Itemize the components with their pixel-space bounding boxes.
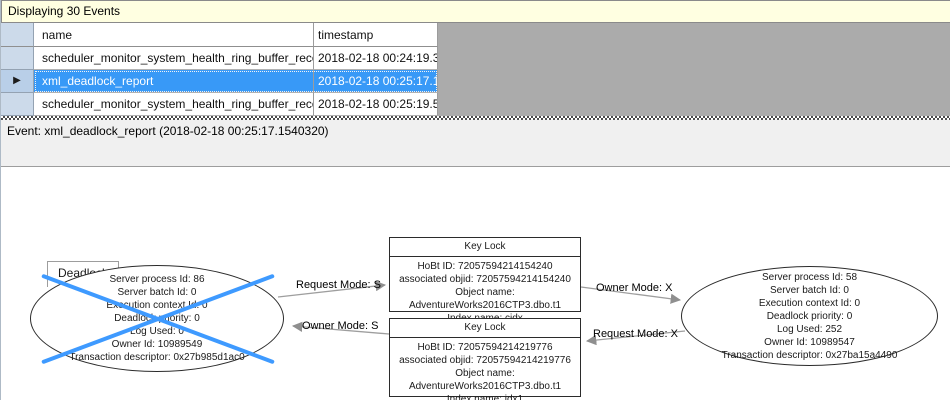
event-timestamp-cell[interactable]: 2018-02-18 00:24:19.3516078 — [314, 47, 438, 70]
table-row[interactable]: scheduler_monitor_system_health_ring_buf… — [1, 93, 439, 116]
key-lock-node-top[interactable]: Key Lock HoBt ID: 72057594214154240 asso… — [389, 237, 581, 324]
event-name-cell[interactable]: scheduler_monitor_system_health_ring_buf… — [34, 93, 314, 116]
key-lock-title: Key Lock — [390, 238, 580, 257]
key-lock-node-bottom[interactable]: Key Lock HoBt ID: 72057594214219776 asso… — [389, 318, 581, 400]
horizontal-splitter[interactable] — [1, 116, 950, 120]
table-row-selected[interactable]: ▶ xml_deadlock_report 2018-02-18 00:25:1… — [1, 70, 439, 93]
displayed-events-count-bar: Displaying 30 Events — [1, 0, 950, 23]
process-node-victim[interactable]: Server process Id: 86 Server batch Id: 0… — [30, 265, 284, 372]
column-header-name[interactable]: name — [34, 23, 314, 47]
process-node-owner[interactable]: Server process Id: 58 Server batch Id: 0… — [681, 266, 938, 366]
select-all-corner-cell[interactable] — [1, 23, 34, 47]
selected-event-caption: Event: xml_deadlock_report (2018-02-18 0… — [7, 124, 329, 138]
row-selector-cell[interactable]: ▶ — [1, 70, 34, 93]
event-detail-panel-header: Event: xml_deadlock_report (2018-02-18 0… — [1, 120, 950, 287]
edge-label-owner-mode-s: Owner Mode: S — [302, 320, 379, 332]
event-timestamp-cell[interactable]: 2018-02-18 00:25:17.1540320 — [314, 70, 438, 93]
current-row-arrow-icon: ▶ — [13, 75, 21, 86]
events-grid-canvas: name timestamp scheduler_monitor_system_… — [1, 23, 950, 116]
table-row[interactable]: scheduler_monitor_system_health_ring_buf… — [1, 47, 439, 70]
events-grid: name timestamp scheduler_monitor_system_… — [1, 23, 439, 116]
event-name-cell[interactable]: scheduler_monitor_system_health_ring_buf… — [34, 47, 314, 70]
edge-label-owner-mode-x: Owner Mode: X — [596, 282, 673, 294]
key-lock-details: HoBt ID: 72057594214154240 associated ob… — [399, 261, 571, 324]
column-header-timestamp[interactable]: timestamp — [314, 23, 438, 47]
edge-label-request-mode-s: Request Mode: S — [296, 279, 381, 291]
process-node-owner-text: Server process Id: 58 Server batch Id: 0… — [721, 271, 898, 361]
row-selector-cell[interactable] — [1, 47, 34, 70]
key-lock-details: HoBt ID: 72057594214219776 associated ob… — [399, 342, 571, 400]
event-timestamp-cell[interactable]: 2018-02-18 00:25:19.5276859 — [314, 93, 438, 116]
events-grid-header-row: name timestamp — [1, 23, 439, 47]
row-selector-cell[interactable] — [1, 93, 34, 116]
key-lock-title: Key Lock — [390, 319, 580, 338]
event-name-cell[interactable]: xml_deadlock_report — [34, 70, 314, 93]
edge-label-request-mode-x: Request Mode: X — [593, 328, 678, 340]
